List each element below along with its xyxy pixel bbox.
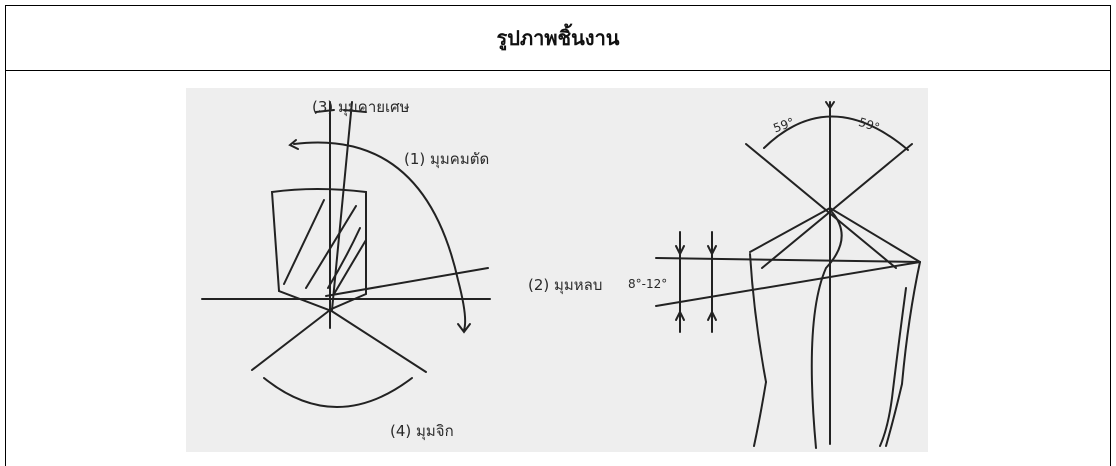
half-angle-line-left <box>761 143 913 269</box>
top-arc-arrowhead <box>825 101 835 110</box>
chisel-edge-curve <box>810 211 843 449</box>
half-angle-line-right <box>745 143 897 269</box>
flute-line <box>305 205 357 289</box>
label-point-angle: (4) มุมจิก <box>390 422 454 441</box>
body-edge-right <box>885 261 921 447</box>
document-frame: รูปภาพชิ้นงาน <box>5 5 1111 466</box>
dimension-arrowhead <box>707 245 717 257</box>
point-angle-line-left <box>251 309 331 371</box>
clearance-angle-arrow <box>315 109 335 113</box>
label-cutting-edge-angle: (1) มุมคมตัด <box>404 150 489 169</box>
flute-curve <box>327 227 361 289</box>
drill-diagram: (3) มุมคายเศษ (1) มุมคมตัด (2) มุมหลบ (4… <box>201 98 921 449</box>
point-angle-arc <box>263 377 413 408</box>
point-angle-line-right <box>329 309 427 373</box>
drill-geometry-figure: (3) มุมคายเศษ (1) มุมคมตัด (2) มุมหลบ (4… <box>186 88 928 452</box>
dimension-arrowhead <box>707 309 717 321</box>
label-half-angle-left: 59° <box>771 115 796 135</box>
title-row: รูปภาพชิ้นงาน <box>6 6 1110 71</box>
dimension-arrowhead <box>675 309 685 321</box>
label-lip-relief-range: 8°-12° <box>628 277 667 291</box>
lip-relief-line-top <box>655 257 921 263</box>
top-angle-arc <box>763 115 909 151</box>
flute-line <box>283 199 325 285</box>
label-half-angle-right: 59° <box>857 115 882 135</box>
body-edge-right-inner <box>879 287 907 447</box>
label-rake-angle: (2) มุมหลบ <box>528 276 602 295</box>
label-clearance-angle: (3) มุมคายเศษ <box>312 98 410 117</box>
arc-arrowhead <box>457 323 471 334</box>
drill-point-outline <box>749 206 921 263</box>
clearance-angle-arrow <box>343 109 367 113</box>
clearance-angle-line <box>331 101 353 311</box>
dimension-arrowhead <box>675 245 685 257</box>
flute-curve <box>333 239 367 295</box>
body-edge-left <box>749 253 767 383</box>
arc-arrowhead <box>288 139 299 150</box>
lip-relief-line-bottom <box>655 261 921 307</box>
body-edge-left-lower <box>753 381 767 447</box>
cutting-edge-arc <box>293 141 467 331</box>
page-title: รูปภาพชิ้นงาน <box>496 26 620 50</box>
rake-angle-line <box>325 267 489 297</box>
